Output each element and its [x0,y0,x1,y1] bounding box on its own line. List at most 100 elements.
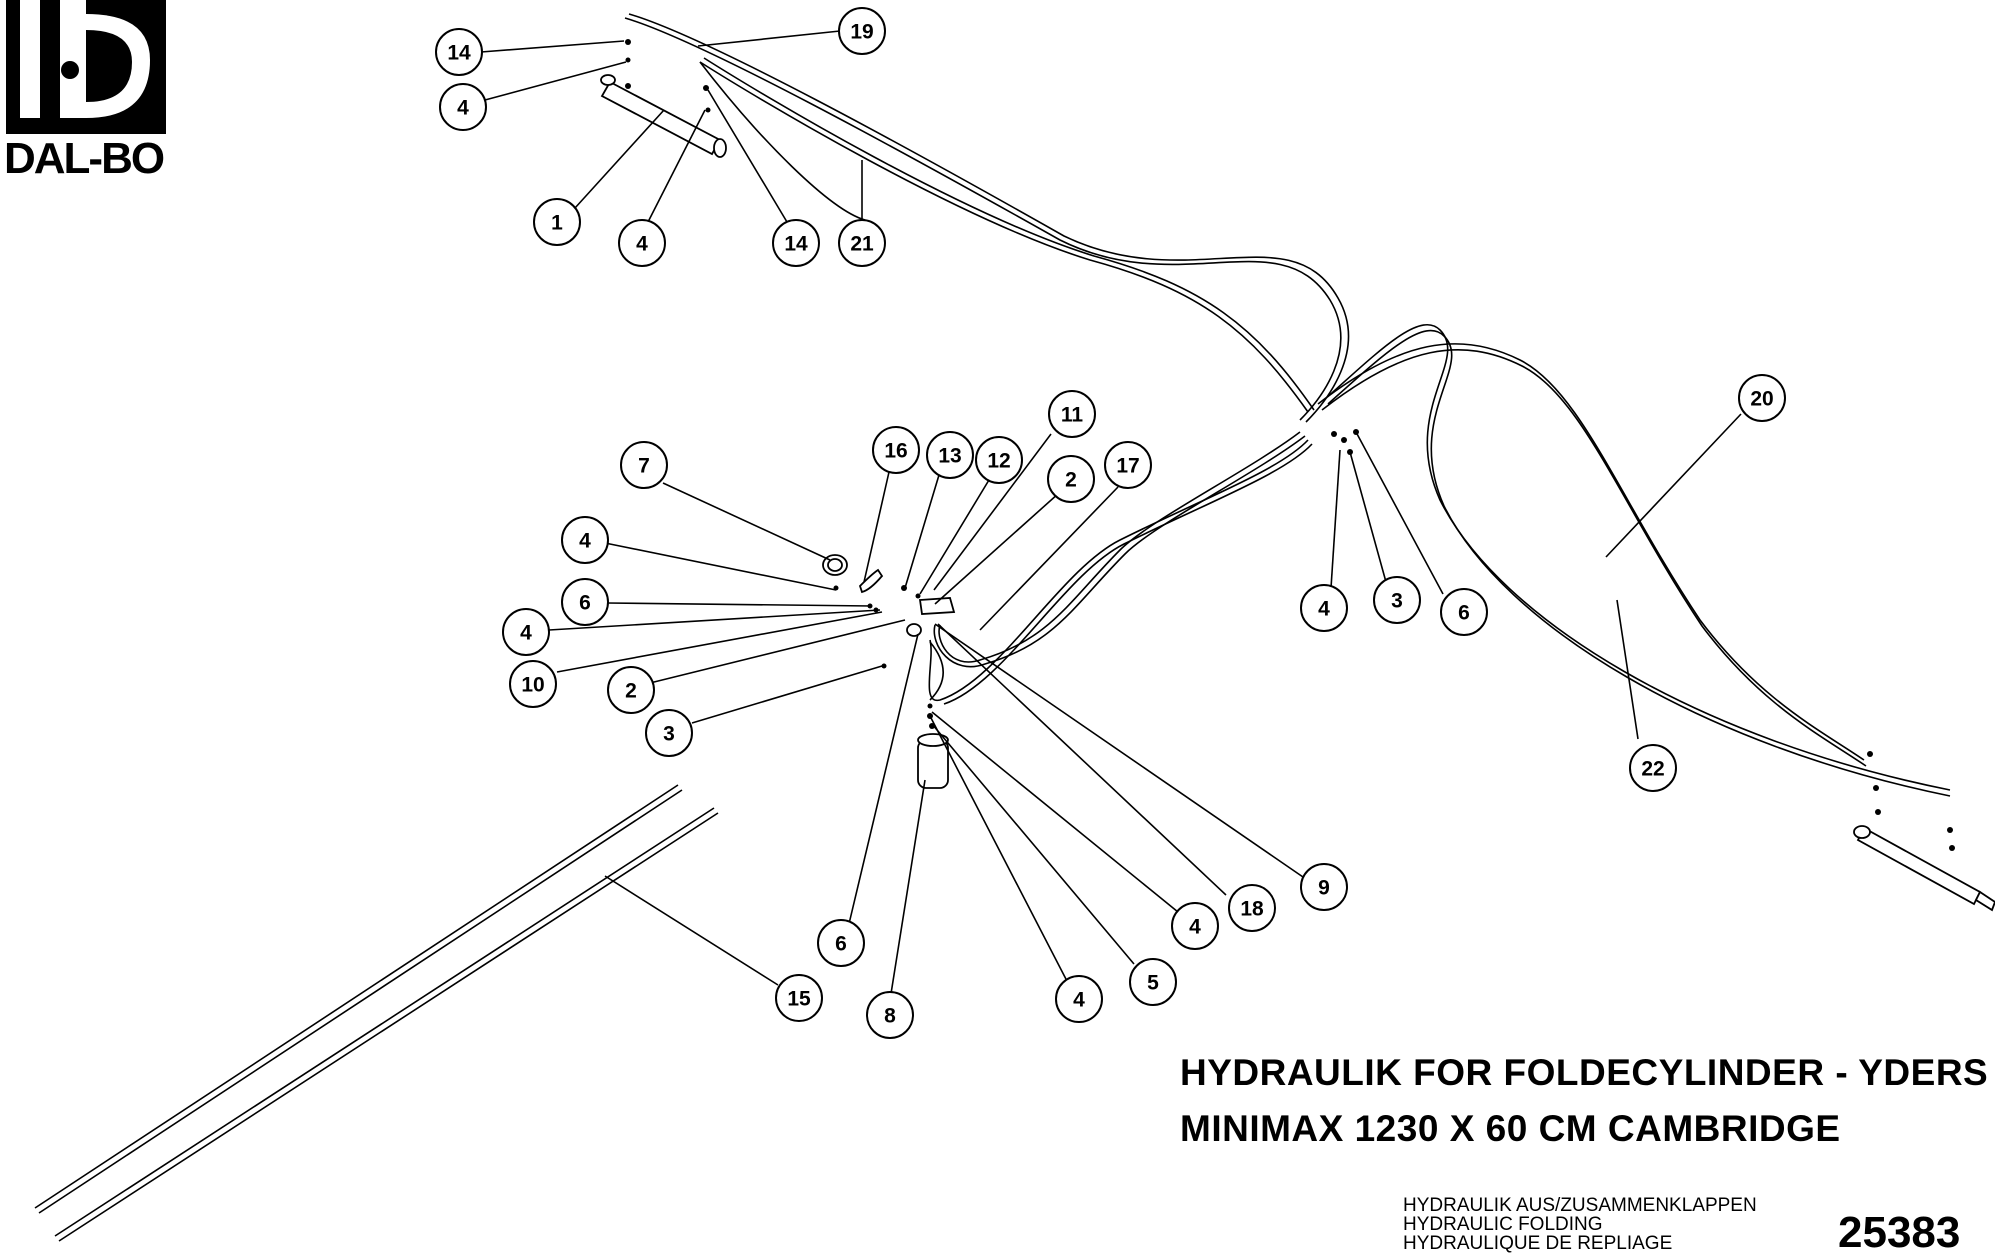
callout-circle [1171,902,1219,950]
callout-5: 5 [1129,958,1177,1006]
fold-cylinder-upper [600,74,727,158]
callout-8: 8 [866,991,914,1039]
callout-circle [533,198,581,246]
callout-4: 4 [1300,584,1348,632]
callout-4: 4 [561,516,609,564]
callout-3: 3 [645,709,693,757]
callout-17: 17 [1104,441,1152,489]
dal-bo-logo [6,0,166,134]
callout-label: 5 [1147,972,1159,995]
callout-label: 1 [551,212,563,235]
callout-circle [1629,744,1677,792]
callout-label: 15 [787,988,811,1011]
callout-7: 7 [620,441,668,489]
callout-label: 13 [938,445,961,468]
callout-circle [872,426,920,474]
callout-4: 4 [1171,902,1219,950]
accumulator [917,733,949,789]
callout-circle [1104,441,1152,489]
callout-circle [607,666,655,714]
callout-label: 2 [1065,469,1077,492]
callout-label: 10 [521,674,544,697]
callout-circle [975,436,1023,484]
callout-1: 1 [533,198,581,246]
subtitle-en: HYDRAULIC FOLDING [1403,1214,1603,1235]
callout-circle [838,7,886,55]
callout-20: 20 [1738,374,1786,422]
callout-label: 18 [1240,898,1264,921]
callout-circle [772,219,820,267]
callout-label: 3 [1391,590,1403,613]
callout-circle [435,28,483,76]
callout-circle [817,919,865,967]
callout-label: 11 [1061,404,1084,427]
leader-lines [480,30,1742,1001]
part-number: 25383 [1838,1208,1961,1257]
fittings [625,39,1955,851]
callout-label: 6 [1458,602,1470,625]
callout-circle [1373,576,1421,624]
callout-19: 19 [838,7,886,55]
callout-circle [1300,863,1348,911]
callout-label: 17 [1116,455,1139,478]
callout-label: 22 [1641,758,1664,781]
callout-circle [509,660,557,708]
callout-label: 7 [638,455,650,478]
callout-circle [1440,588,1488,636]
logo-wordmark: DAL-BO [4,134,165,183]
callout-4: 4 [439,83,487,131]
callout-label: 4 [579,530,591,553]
callout-label: 16 [884,440,907,463]
callout-13: 13 [926,431,974,479]
callout-circle [1055,975,1103,1023]
callout-14: 14 [435,28,483,76]
callout-circle [1048,390,1096,438]
callout-label: 3 [663,723,675,746]
callout-10: 10 [509,660,557,708]
callout-21: 21 [838,219,886,267]
callout-4: 4 [502,608,550,656]
fold-cylinder-right [1853,825,1995,912]
hydraulic-parts [600,39,1995,912]
callout-label: 12 [987,450,1010,473]
callout-label: 4 [1318,598,1330,621]
callout-circle [775,974,823,1022]
callout-label: 2 [625,680,637,703]
callout-circle [1738,374,1786,422]
callout-11: 11 [1048,390,1096,438]
callout-label: 6 [835,933,847,956]
valve-block [906,597,956,637]
callout-circle [1228,884,1276,932]
callout-circle [618,219,666,267]
callout-circle [561,578,609,626]
callout-circle [620,441,668,489]
callout-18: 18 [1228,884,1276,932]
callout-label: 14 [447,42,471,65]
hydraulic-hoses [34,13,1951,1242]
callout-6: 6 [817,919,865,967]
callout-12: 12 [975,436,1023,484]
callout-15: 15 [775,974,823,1022]
callout-circle [1300,584,1348,632]
callout-circle [926,431,974,479]
callout-circle [1129,958,1177,1006]
callout-2: 2 [607,666,655,714]
callout-label: 4 [520,622,532,645]
title-line-2: MINIMAX 1230 X 60 CM CAMBRIDGE [1180,1108,1841,1149]
callout-label: 9 [1318,877,1330,900]
callout-label: 4 [1073,989,1085,1012]
callout-16: 16 [872,426,920,474]
subtitle-fr: HYDRAULIQUE DE REPLIAGE [1403,1233,1673,1254]
callout-label: 4 [636,233,648,256]
callout-14: 14 [772,219,820,267]
callout-9: 9 [1300,863,1348,911]
callout-4: 4 [618,219,666,267]
callout-label: 4 [1189,916,1201,939]
callout-label: 6 [579,592,591,615]
callout-circle [1047,455,1095,503]
callout-4: 4 [1055,975,1103,1023]
callout-2: 2 [1047,455,1095,503]
callout-circle [838,219,886,267]
